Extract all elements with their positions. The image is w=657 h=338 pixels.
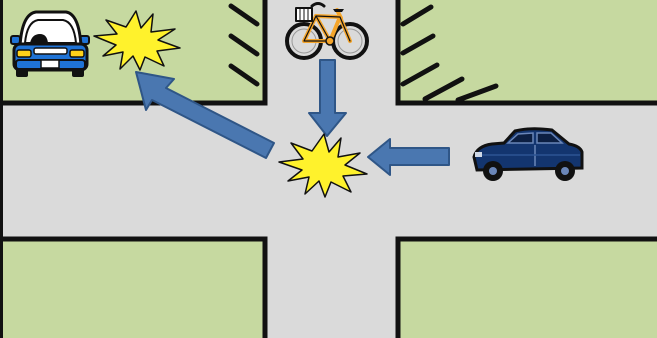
block-bottom-right	[398, 239, 657, 338]
explosion-burst-icon	[93, 10, 181, 71]
arrow-up-left-icon	[135, 71, 275, 159]
hatch-marks-right	[400, 4, 499, 103]
block-bottom-left	[0, 239, 265, 338]
arrow-down-icon	[308, 59, 347, 137]
explosion-burst-icon	[278, 133, 368, 198]
car-front-view-icon	[10, 10, 90, 77]
block-top-right	[398, 0, 657, 103]
bicycle-icon	[285, 2, 369, 60]
car-side-view-icon	[472, 127, 584, 181]
hatch-marks-left	[228, 3, 260, 87]
arrow-left-icon	[367, 138, 450, 176]
